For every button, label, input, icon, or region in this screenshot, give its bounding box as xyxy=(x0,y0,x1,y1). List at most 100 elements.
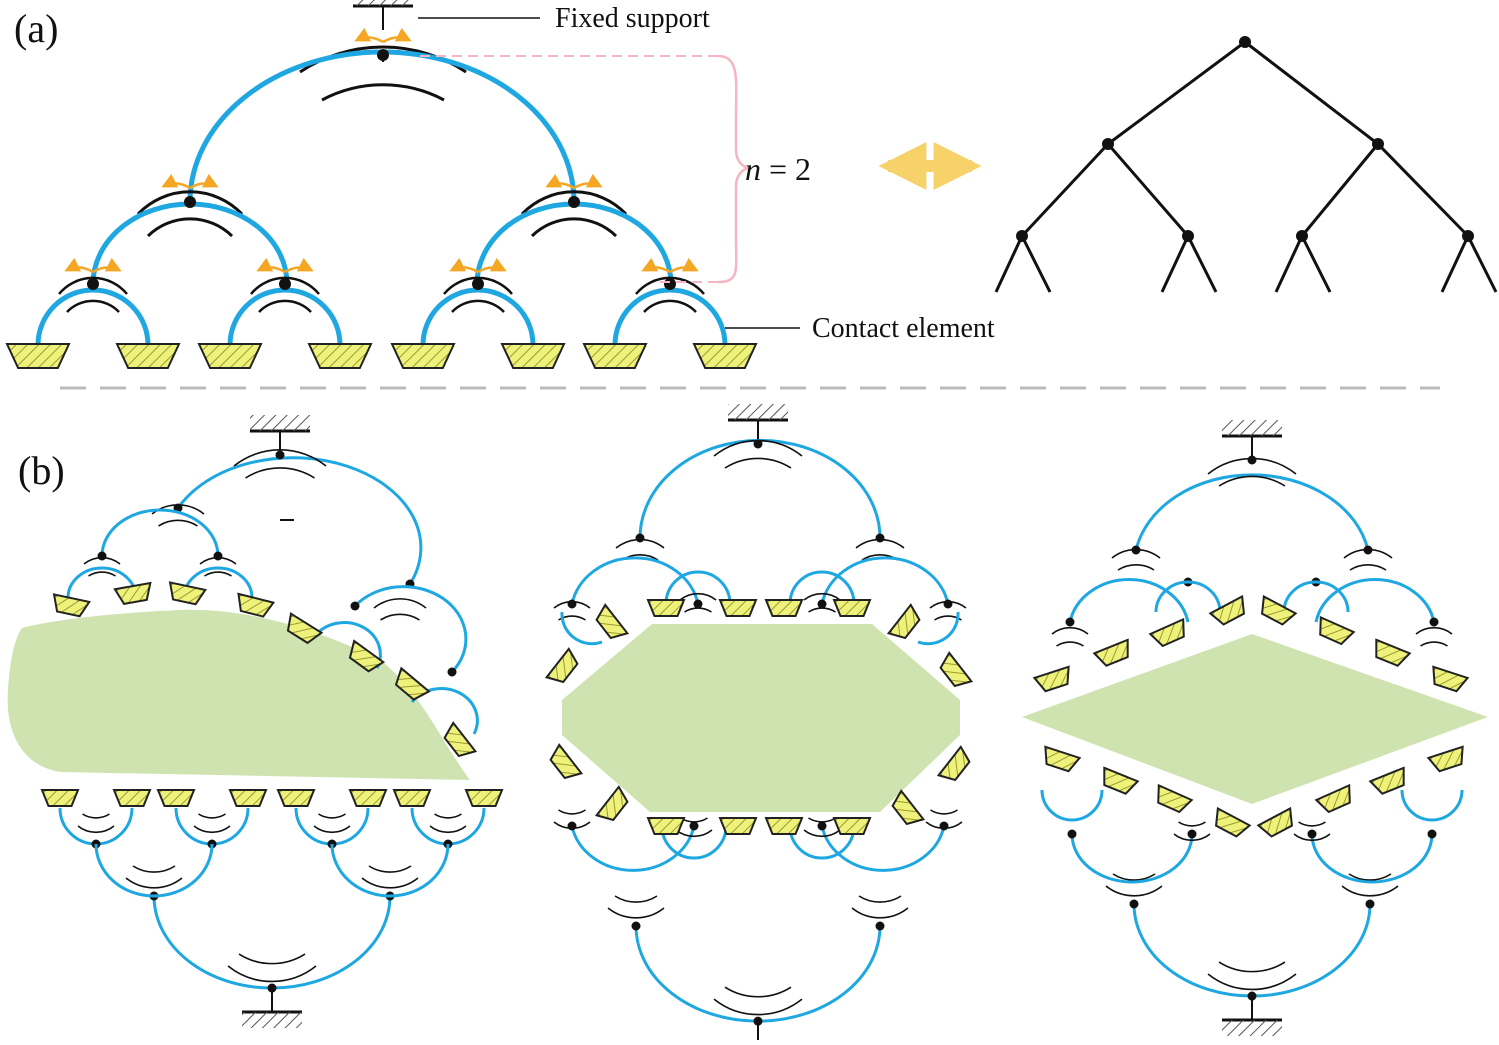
support-hatch xyxy=(728,404,788,420)
flexure-mark xyxy=(558,809,586,815)
leaf-beam xyxy=(410,807,486,846)
flexure-mark xyxy=(930,809,958,815)
leaf-beam xyxy=(612,287,728,346)
contact-pad-icon xyxy=(1103,766,1140,795)
contact-pad-icon xyxy=(1157,783,1194,814)
contact-pad-icon xyxy=(832,817,872,835)
rotation-arrow-right xyxy=(284,257,314,274)
tree-leaf-edge xyxy=(1020,235,1052,293)
flexure-mark xyxy=(1056,641,1084,647)
flexure-mark xyxy=(1348,873,1392,881)
mid-rotation-arrow-icon xyxy=(161,173,219,190)
rhombus-object xyxy=(1022,634,1488,804)
leaf-beam xyxy=(660,825,728,860)
contact-pad-icon xyxy=(1092,638,1129,667)
mid-joint-icon xyxy=(875,533,885,543)
leaf-joint-icon xyxy=(689,821,699,831)
leaf-beam xyxy=(58,807,134,846)
leaf-beam xyxy=(294,807,370,846)
sub-beam xyxy=(330,843,450,898)
sub-beam xyxy=(820,556,950,605)
contact-pad-icon xyxy=(348,789,388,807)
contact-pad-icon xyxy=(1032,665,1070,693)
bottom-fixed-support-icon xyxy=(242,988,302,1029)
rotation-arrow-right xyxy=(92,257,122,274)
flexure-mark xyxy=(1111,548,1161,559)
rotation-arrow-left xyxy=(545,173,575,190)
rotation-arrow-left xyxy=(256,257,286,274)
contact-pad-icon xyxy=(464,789,504,807)
flexure-mark xyxy=(193,825,231,834)
contact-pad-icon xyxy=(237,592,276,618)
contact-element-callout: Contact element xyxy=(812,313,995,344)
mid-joint-icon xyxy=(875,921,885,931)
flexure-mark xyxy=(1298,821,1326,827)
mid-joint-icon xyxy=(1365,899,1375,909)
tree-node xyxy=(1462,230,1474,242)
mid-beam xyxy=(90,201,290,285)
flexure-mark xyxy=(125,877,183,889)
tree-edge xyxy=(1376,142,1470,238)
contact-pad-icon xyxy=(544,647,579,684)
rotation-arrow-right xyxy=(669,257,699,274)
panel-a-label: (a) xyxy=(14,6,58,51)
contact-pad-icon xyxy=(1375,638,1412,667)
config-irregular xyxy=(40,415,504,1029)
flexure-mark xyxy=(361,877,419,889)
contact-pad-icon xyxy=(307,343,373,369)
leaf-joint-icon xyxy=(567,599,577,609)
flexure-mark xyxy=(368,865,412,873)
flexure-mark xyxy=(1415,626,1453,635)
rotation-arrow-left xyxy=(64,257,94,274)
flexure-mark xyxy=(855,538,905,549)
contact-pad-icon xyxy=(5,343,71,369)
rotation-arrow-left xyxy=(449,257,479,274)
tree-leaf-edge xyxy=(1440,235,1470,293)
leaf-joint-icon xyxy=(1065,617,1075,627)
flexure-mark xyxy=(1112,873,1156,881)
top-main-beam xyxy=(638,438,882,539)
rotation-arrow-right xyxy=(573,173,603,190)
leaf-rotation-arrow-icon xyxy=(64,257,122,274)
bottom-fixed-support-icon xyxy=(728,1021,788,1045)
flexure-mark xyxy=(1178,821,1206,827)
leaf-joint-icon xyxy=(97,551,107,561)
mid-rotation-arrow-icon xyxy=(545,173,603,190)
sub-beam xyxy=(1310,833,1434,884)
leaf-joint-icon xyxy=(817,599,827,609)
contact-pad-icon xyxy=(594,785,629,822)
flexure-mark xyxy=(808,817,836,823)
tree-node xyxy=(1102,138,1114,150)
tree-leaf-edge xyxy=(1186,235,1218,293)
tree-edge xyxy=(1107,40,1246,146)
flexure-mark xyxy=(318,813,346,819)
contact-pad-icon xyxy=(1215,806,1252,838)
rotation-arrow-right xyxy=(477,257,507,274)
rotation-arrow-right xyxy=(382,27,412,44)
leaf-joint-icon xyxy=(693,599,703,609)
flexure-mark xyxy=(520,190,628,216)
config-hexagon xyxy=(544,404,974,1045)
flexure-mark xyxy=(558,615,586,621)
flexure-mark xyxy=(553,600,591,609)
contact-pad-icon xyxy=(936,745,971,782)
contact-pad-icon xyxy=(1426,745,1464,773)
leaf-joint-icon xyxy=(213,551,223,561)
contact-pad-icon xyxy=(500,343,566,369)
flexure-mark xyxy=(607,907,665,919)
grasp-configurations xyxy=(40,404,1470,1045)
flexure-mark xyxy=(146,217,234,238)
flexure-mark xyxy=(1105,885,1163,897)
bottom-main-beam xyxy=(634,925,882,1023)
top-fixed-support-icon xyxy=(728,404,788,444)
rotation-arrow-right xyxy=(189,173,219,190)
sub-beam xyxy=(1070,833,1194,884)
flexure-mark xyxy=(429,825,467,834)
leaf-beam xyxy=(917,611,960,646)
flexure-mark xyxy=(66,299,120,313)
flexure-mark xyxy=(238,953,306,965)
top-fixed-support-icon xyxy=(250,415,310,455)
sub-beam xyxy=(94,843,214,898)
leaf-joint-icon xyxy=(472,278,484,290)
flexure-mark xyxy=(858,895,902,903)
